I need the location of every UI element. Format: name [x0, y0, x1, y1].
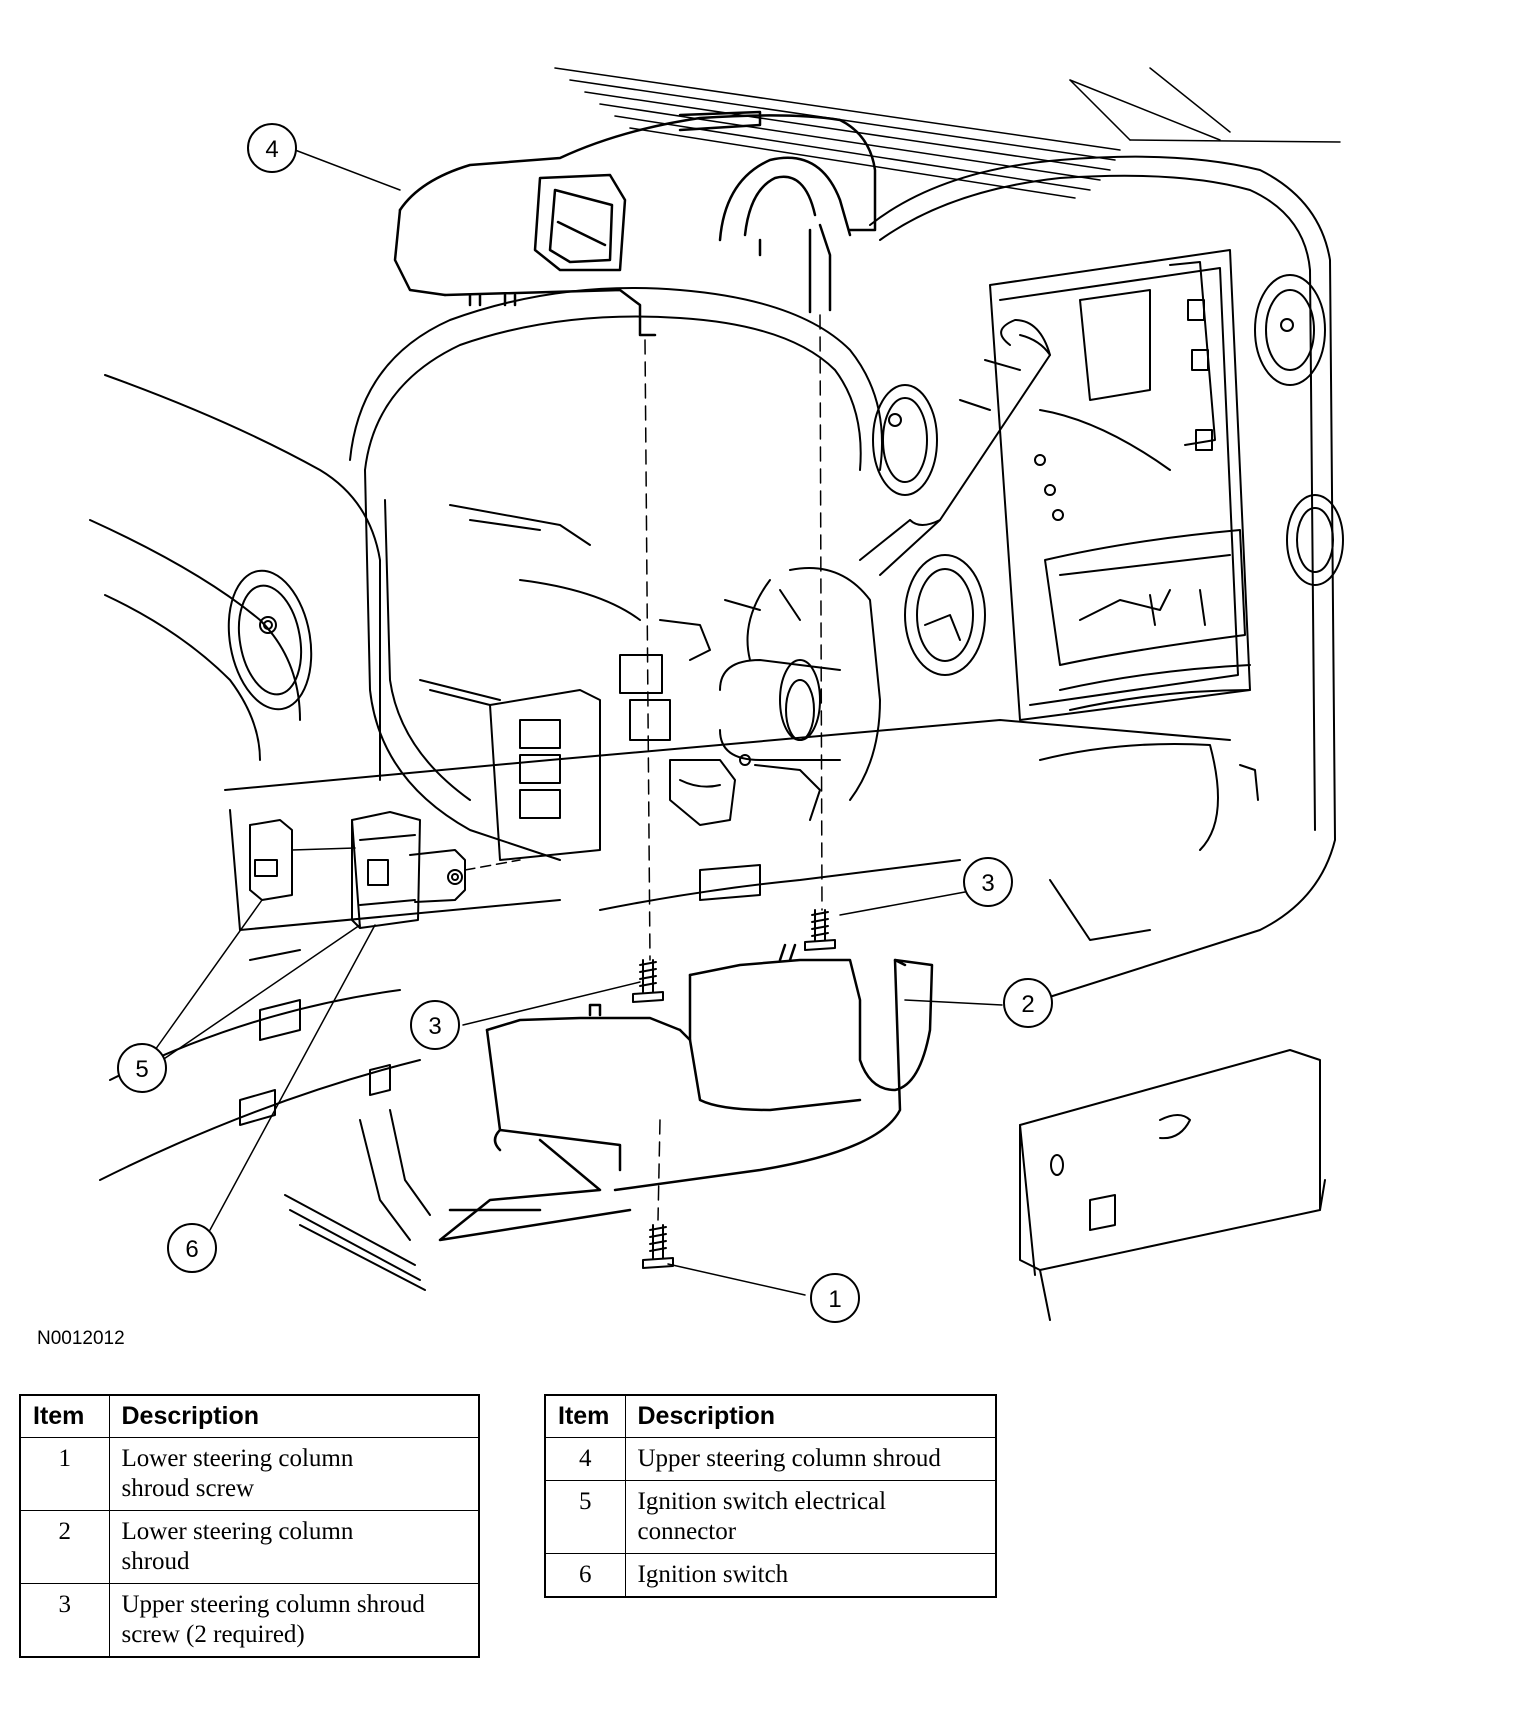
legend-table-right: Item Description 4 Upper steering column…: [544, 1394, 997, 1598]
ignition-switch: [351, 811, 466, 929]
figure-id: N0012012: [37, 1328, 125, 1349]
steering-column-shroud-diagram: 4 3 3 2 5 6 1: [89, 67, 1344, 1323]
item-header: Item: [544, 1394, 626, 1438]
assembly-alignment-lines: [644, 314, 823, 1221]
description-line: Upper steering column shroud: [121, 1591, 425, 1618]
legend-row: 4 Upper steering column shroud: [544, 1437, 997, 1481]
lower-steering-column-shroud: [438, 943, 934, 1242]
dashboard-outline: [89, 155, 1336, 1181]
item-number: 1: [19, 1437, 110, 1511]
description-line: Lower steering column: [121, 1518, 354, 1545]
item-number: 3: [19, 1583, 110, 1658]
upper-shroud-screw-right: [804, 909, 836, 951]
svg-text:3: 3: [981, 870, 994, 897]
connector-wire-lines: [291, 847, 521, 871]
ignition-switch-electrical-connector: [249, 819, 293, 901]
description-line: Ignition switch electrical: [637, 1488, 887, 1515]
description-header: Description: [624, 1394, 997, 1438]
shroud-screws: [632, 909, 836, 1269]
description-line: Upper steering column shroud: [637, 1445, 941, 1472]
item-number: 5: [544, 1480, 626, 1554]
legend-header-row: Item Description: [19, 1394, 480, 1438]
description-header: Description: [108, 1394, 480, 1438]
center-air-vents: [872, 274, 1344, 676]
item-number: 6: [544, 1553, 626, 1598]
legend-row: 2 Lower steering column shroud: [19, 1510, 480, 1584]
callout-3-upper: 3: [963, 857, 1013, 907]
relay-block: [419, 679, 601, 861]
description-line: connector: [637, 1518, 737, 1545]
callout-5: 5: [117, 1043, 167, 1093]
lower-dash-panels: [239, 949, 1326, 1321]
upper-shroud-screw-left: [632, 959, 664, 1003]
item-description: Ignition switch electrical connector: [624, 1480, 997, 1554]
svg-text:4: 4: [265, 136, 278, 163]
legend-row: 1 Lower steering column shroud screw: [19, 1437, 480, 1511]
center-stack: [989, 249, 1259, 941]
description-line: Lower steering column: [121, 1445, 354, 1472]
multifunction-switch-stalk: [859, 319, 1051, 576]
upper-steering-column-shroud: [393, 110, 877, 337]
description-line: shroud screw: [121, 1475, 255, 1502]
callout-2: 2: [1003, 978, 1053, 1028]
svg-text:6: 6: [185, 1236, 198, 1263]
steering-column-mechanism: [619, 567, 881, 901]
description-line: shroud: [121, 1548, 190, 1575]
item-description: Lower steering column shroud screw: [108, 1437, 480, 1511]
left-air-vent: [227, 569, 313, 711]
legend-table-left: Item Description 1 Lower steering column…: [19, 1394, 480, 1658]
item-description: Upper steering column shroud: [624, 1437, 997, 1481]
item-number: 4: [544, 1437, 626, 1481]
legend-row: 5 Ignition switch electrical connector: [544, 1480, 997, 1554]
description-line: Ignition switch: [637, 1561, 789, 1588]
callout-leader-lines: [154, 149, 1003, 1296]
svg-text:1: 1: [828, 1286, 841, 1313]
legend-row: 3 Upper steering column shroud screw (2 …: [19, 1583, 480, 1658]
callout-4: 4: [247, 123, 297, 173]
item-number: 2: [19, 1510, 110, 1584]
item-description: Ignition switch: [624, 1553, 997, 1598]
item-description: Upper steering column shroud screw (2 re…: [108, 1583, 480, 1658]
item-header: Item: [19, 1394, 110, 1438]
instrument-cluster-hood: [349, 287, 883, 861]
callout-6: 6: [167, 1223, 217, 1273]
svg-text:5: 5: [135, 1056, 148, 1083]
legend-row: 6 Ignition switch: [544, 1553, 997, 1598]
defroster-vent-lines: [554, 67, 1341, 199]
item-description: Lower steering column shroud: [108, 1510, 480, 1584]
legend-header-row: Item Description: [544, 1394, 997, 1438]
callout-1: 1: [810, 1273, 860, 1323]
lower-shroud-screw: [642, 1224, 674, 1269]
svg-text:3: 3: [428, 1013, 441, 1040]
description-line: screw (2 required): [121, 1621, 305, 1648]
svg-text:2: 2: [1021, 991, 1034, 1018]
callout-3-lower: 3: [410, 1000, 460, 1050]
